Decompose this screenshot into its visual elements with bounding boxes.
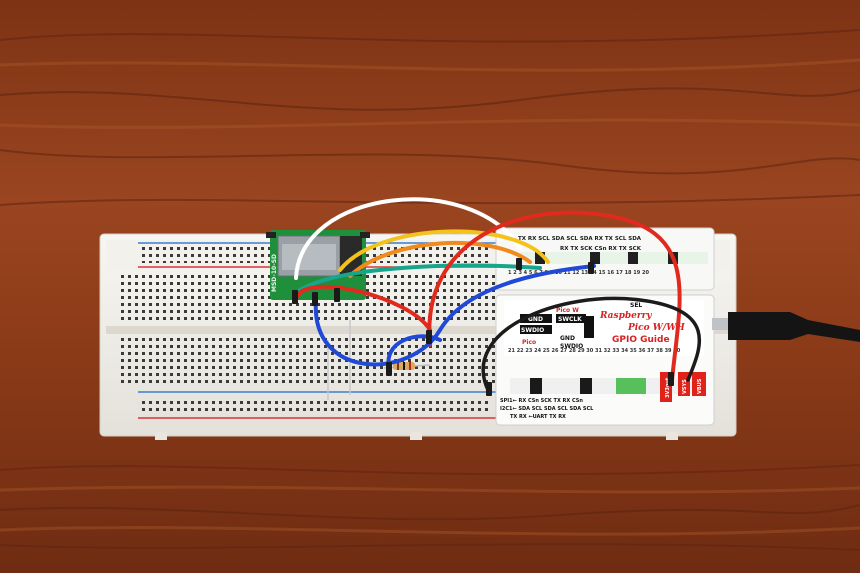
wood-grain	[0, 29, 860, 551]
guide-bottom-row-b: I2C1← SDA SCL SDA SCL SDA SCL	[500, 406, 594, 412]
guide-bottom-row-c: TX RX ←UART TX RX	[510, 414, 566, 420]
wire-red-left	[294, 284, 432, 332]
guide-pin-swdio-left: SWDIO	[521, 327, 544, 334]
wire-white	[294, 197, 522, 280]
guide-pin-swclk: SWCLK	[558, 316, 582, 323]
resistor-leads	[327, 320, 351, 400]
guide-bottom-numbers: 21 22 23 24 25 26 27 28 29 30 31 32 33 3…	[508, 348, 681, 354]
wire-blue	[313, 264, 596, 367]
guide-power-vbus: VBUS	[697, 378, 703, 394]
guide-bottom-row-a: SPI1← RX CSn SCK TX RX CSn	[500, 398, 583, 404]
guide-top-row-a: TX RX SCL SDA SCL SDA RX TX SCL SDA	[518, 236, 642, 242]
wire-black	[481, 296, 702, 392]
usb-cable	[712, 312, 860, 342]
guide-label-pico-w: Pico W	[556, 307, 579, 314]
wire-tips	[292, 258, 674, 396]
wire-teal	[298, 263, 542, 292]
guide-bottom-labels: 3V3out VSYS VBUS SPI1← RX CSn SCK TX RX …	[500, 372, 706, 420]
guide-pin-gnd: GND	[528, 316, 543, 323]
guide-top-numbers: 1 2 3 4 5 6 7 8 9 10 11 12 13 14 15 16 1…	[508, 270, 649, 276]
wire-yellow	[338, 229, 550, 272]
guide-panel: Pico W GND SWDIO Pico SWCLK GND SWDIO SE…	[508, 302, 685, 354]
wood-grain-light	[0, 58, 860, 536]
wire-red-long	[427, 210, 682, 382]
jumper-wires	[294, 197, 702, 392]
guide-pin-swdio-right: SWDIO	[560, 343, 583, 350]
wire-orange	[348, 241, 532, 278]
guide-power-3v3: 3V3out	[665, 377, 671, 398]
guide-power-vsys: VSYS	[682, 379, 688, 394]
guide-top-labels: TX RX SCL SDA SCL SDA RX TX SCL SDA RX T…	[508, 236, 708, 276]
guide-title-3: GPIO Guide	[612, 335, 670, 345]
guide-label-pico: Pico	[522, 339, 536, 346]
guide-top-row-b: RX TX SCK CSn RX TX SCK	[560, 246, 642, 252]
sd-module-label: MSD-10-SD	[271, 254, 278, 292]
guide-pin-gnd2: GND	[560, 335, 575, 342]
guide-title-1: Raspberry	[599, 311, 652, 321]
guide-title-2: Pico W/WH	[627, 323, 685, 333]
guide-sel-label: SEL	[630, 302, 642, 309]
